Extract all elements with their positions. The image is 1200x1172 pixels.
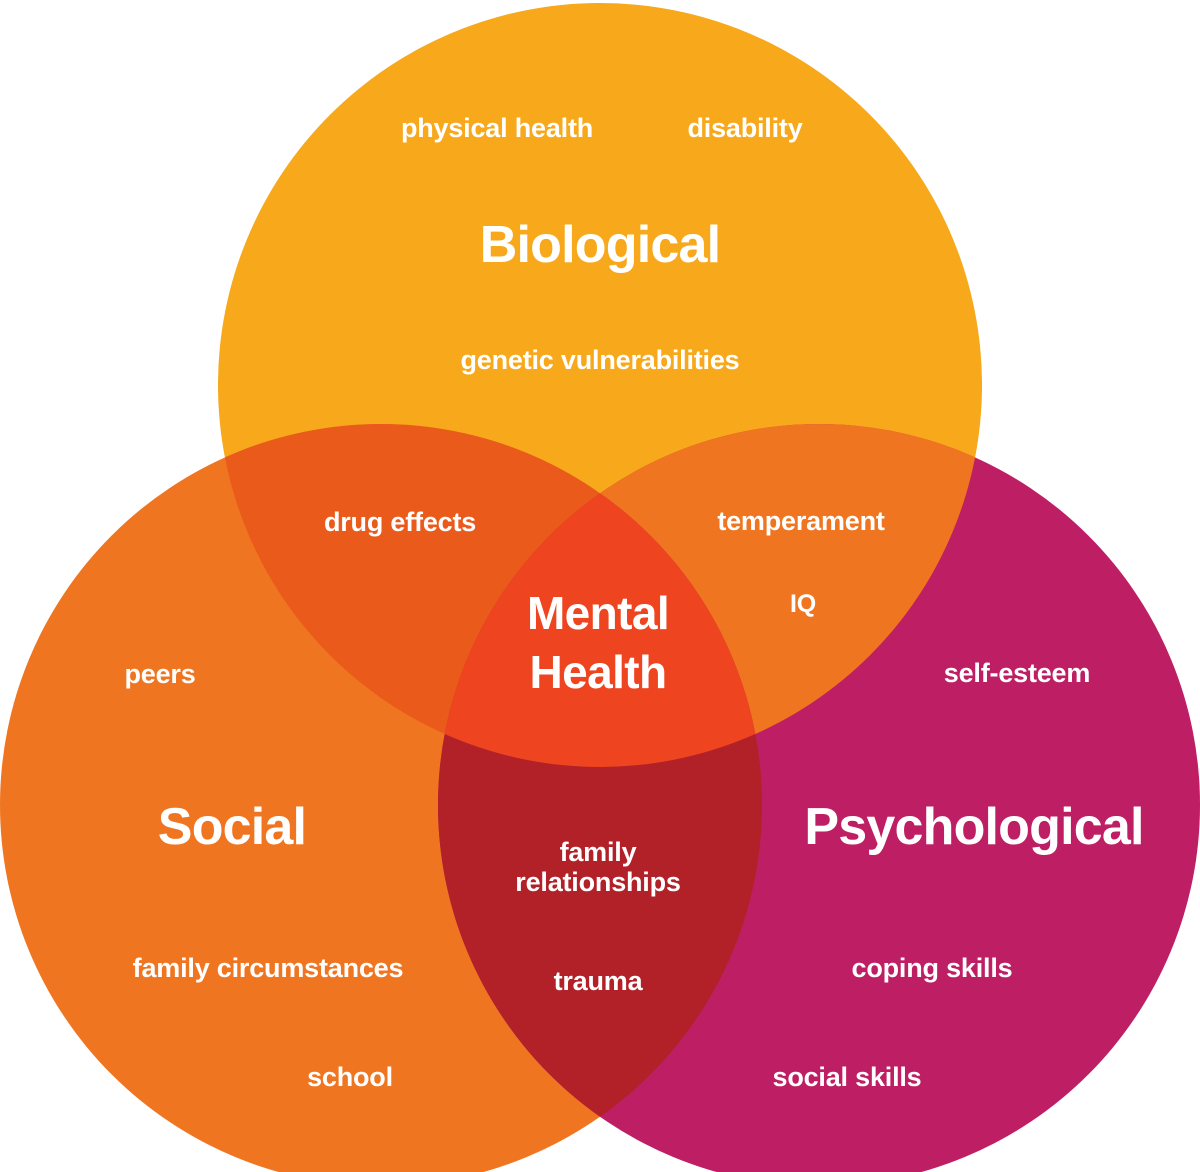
label-coping-skills: coping skills — [851, 952, 1013, 983]
label-mental-health: Mental Health — [526, 587, 670, 698]
label-temperament: temperament — [717, 505, 885, 536]
label-family-relationships: family relationships — [515, 836, 681, 897]
label-social-skills: social skills — [772, 1061, 922, 1092]
label-family-circumstances: family circumstances — [132, 952, 404, 983]
intersection-center[interactable] — [438, 424, 1200, 1172]
label-genetic-vulnerabilities: genetic vulnerabilities — [460, 344, 740, 375]
label-peers: peers — [124, 658, 196, 689]
label-school: school — [307, 1061, 393, 1092]
label-disability: disability — [687, 112, 803, 143]
label-iq: IQ — [790, 590, 816, 618]
title-biological: Biological — [479, 215, 721, 274]
label-trauma: trauma — [553, 965, 643, 996]
title-psychological: Psychological — [804, 797, 1144, 856]
title-social: Social — [157, 797, 307, 856]
label-self-esteem: self-esteem — [943, 657, 1091, 688]
label-drug-effects: drug effects — [323, 506, 477, 537]
label-physical-health: physical health — [400, 112, 594, 143]
